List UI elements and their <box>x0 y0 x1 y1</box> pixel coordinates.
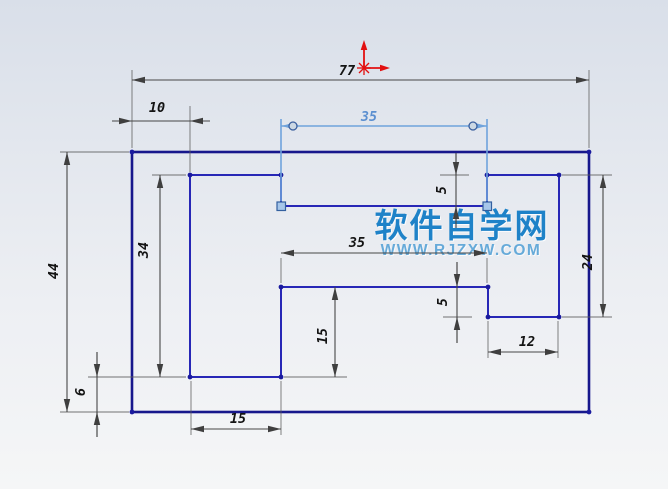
dimension-label[interactable]: 5 <box>434 186 450 194</box>
dim-step-height: 15 <box>284 287 347 378</box>
dim-bottom-margin: 6 <box>73 352 101 437</box>
vertex-dot[interactable] <box>586 149 592 155</box>
vertex-dot[interactable] <box>187 374 193 380</box>
dimension-label[interactable]: 44 <box>46 263 62 279</box>
dim-notch-width: 12 <box>487 321 559 358</box>
dimension-label[interactable]: 35 <box>360 109 377 125</box>
dimension-label[interactable]: 6 <box>73 388 89 396</box>
endpoint-handle[interactable] <box>276 201 287 212</box>
vertex-dot[interactable] <box>129 149 135 155</box>
dim-bottom-tab-width: 15 <box>190 381 282 435</box>
dim-left-offset: 10 <box>112 100 210 172</box>
origin-y-arrowhead <box>360 40 368 50</box>
dim-total-height: 44 <box>46 151 129 413</box>
dimension-label[interactable]: 77 <box>339 63 356 79</box>
dimension-label[interactable]: 10 <box>149 100 165 116</box>
vertex-dot[interactable] <box>278 374 284 380</box>
dimension-label[interactable]: 12 <box>519 334 535 350</box>
sketch-geometry <box>129 149 592 415</box>
dimension-label[interactable]: 5 <box>435 298 451 306</box>
origin-point-star[interactable] <box>357 61 371 75</box>
vertex-dot[interactable] <box>556 172 562 178</box>
vertex-dot[interactable] <box>586 409 592 415</box>
watermark: 软件自学网 WWW.RJZXW.COM <box>375 206 550 259</box>
selected-arrowhead <box>476 123 487 129</box>
dim-mid-width: 35 <box>280 235 488 283</box>
watermark-title: 软件自学网 <box>375 206 550 245</box>
watermark-url: WWW.RJZXW.COM <box>381 242 542 259</box>
vertex-dot[interactable] <box>556 314 562 320</box>
vertex-dot[interactable] <box>485 284 491 290</box>
origin-x-arrowhead <box>380 64 390 72</box>
dim-mid-gap: 5 <box>435 262 472 343</box>
dimension-drag-handle[interactable] <box>288 121 298 131</box>
endpoint-handle[interactable] <box>482 201 493 212</box>
dim-right-inner-height: 24 <box>562 174 612 318</box>
dim-left-inner-height: 34 <box>88 174 186 378</box>
dim-total-width: 77 <box>131 63 590 148</box>
dimension-drag-handle[interactable] <box>468 121 478 131</box>
dim-slot-width-selected: 35 <box>276 109 493 212</box>
sketch-origin[interactable] <box>357 40 390 75</box>
vertex-dot[interactable] <box>278 284 284 290</box>
dim-slot-depth: 5 <box>434 153 469 228</box>
vertex-dots[interactable] <box>129 149 592 415</box>
outer-profile-rectangle[interactable] <box>130 150 591 414</box>
dimension-label[interactable]: 15 <box>315 328 331 344</box>
dimension-label[interactable]: 24 <box>580 254 596 271</box>
dimension-label[interactable]: 35 <box>348 235 365 251</box>
vertex-dot[interactable] <box>485 314 491 320</box>
vertex-dot[interactable] <box>187 172 193 178</box>
dimension-label[interactable]: 34 <box>136 242 152 259</box>
dimension-label[interactable]: 15 <box>230 411 246 427</box>
vertex-dot[interactable] <box>129 409 135 415</box>
